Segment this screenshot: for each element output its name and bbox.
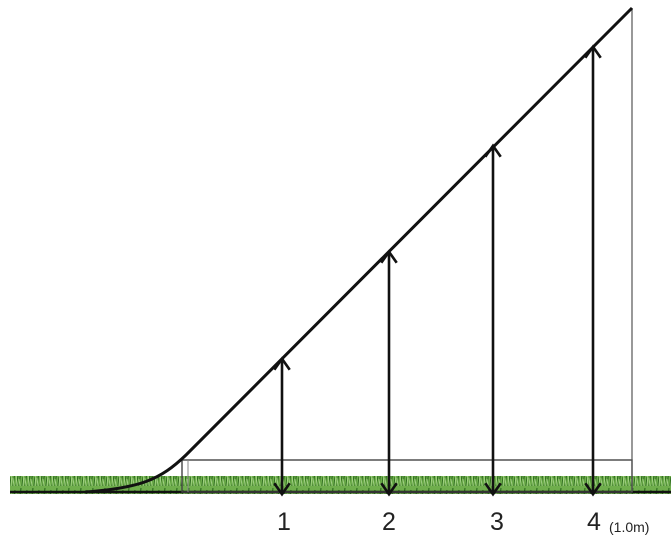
marker-label-3: 3 <box>490 508 504 536</box>
marker-label-1: 1 <box>277 508 291 536</box>
marker-label-4: 4 <box>587 508 601 536</box>
grass-strip <box>10 476 671 494</box>
height-note: (1.0m) <box>609 519 649 535</box>
marker-label-2: 2 <box>382 508 396 536</box>
ramp-slope <box>84 6 634 494</box>
